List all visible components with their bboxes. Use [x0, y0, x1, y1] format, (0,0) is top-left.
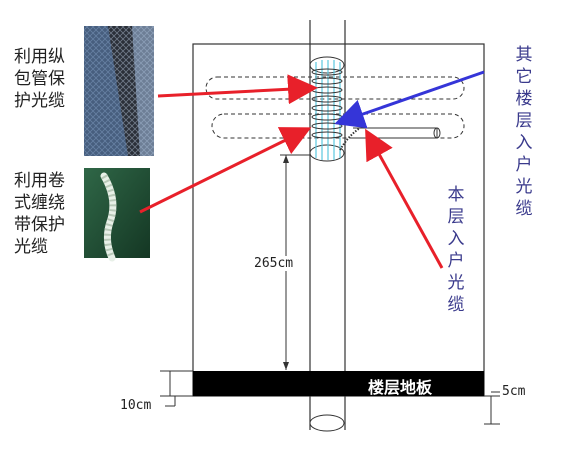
- branch-tube: [353, 127, 438, 139]
- coiled-exit-cable: [339, 127, 361, 151]
- photo-spiral-tape: [84, 168, 150, 262]
- label-floor: 楼层地板: [368, 378, 433, 397]
- pipe-bottom-ring: [309, 414, 345, 432]
- pipe-mid-ring: [309, 144, 345, 162]
- label-spiral-tape: 利用卷 式缠绕 带保护 光缆: [14, 171, 65, 257]
- dim-5cm-label: 5cm: [502, 384, 526, 399]
- arrow-spiral-tape: [139, 127, 312, 214]
- photo-braided-sleeve: [84, 26, 154, 156]
- dim-height-label: 265cm: [254, 256, 294, 271]
- dim-10cm-label: 10cm: [120, 398, 152, 413]
- arrow-this-floor-cable: [365, 128, 444, 269]
- label-braided-sleeve: 利用纵 包管保 护光缆: [14, 47, 65, 111]
- label-this-floor-cable: 本层入户光缆: [447, 185, 465, 315]
- arrow-braided-sleeve: [157, 74, 318, 105]
- branch-tube-end: [433, 127, 441, 139]
- floor-slab: [193, 371, 484, 396]
- upper-cable-tube: [205, 76, 465, 100]
- pipe-top-ring: [309, 56, 345, 74]
- arrow-other-floor-cables: [334, 70, 485, 129]
- label-other-floor-cables: 其它楼层入户光缆: [515, 45, 533, 219]
